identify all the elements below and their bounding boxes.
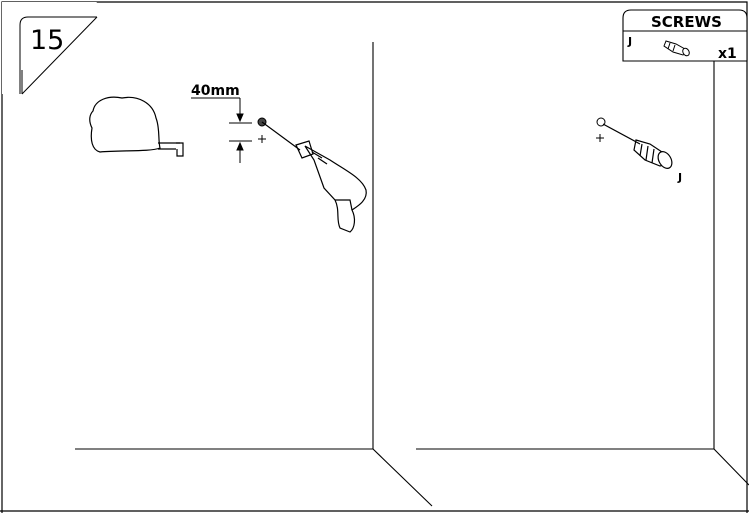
screw-plug-icon [663,40,690,57]
plus-mark [258,135,266,143]
parts-legend: SCREWS J x1 [622,9,748,62]
dimension-marker [191,97,252,163]
part-label-j: J [677,171,682,184]
wall-plug-icon [602,123,673,169]
step-number: 15 [30,25,64,56]
drill-icon [261,121,367,233]
distance-label: 40mm [191,83,240,99]
tape-measure-icon [89,96,184,157]
wall-corner-right [416,58,749,486]
legend-part-code: J [627,35,632,48]
legend-title: SCREWS [651,13,722,31]
step-badge: 15 [2,2,98,95]
wall-corner-left [75,42,433,507]
plus-mark-right [596,134,604,142]
legend-quantity: x1 [718,46,737,62]
